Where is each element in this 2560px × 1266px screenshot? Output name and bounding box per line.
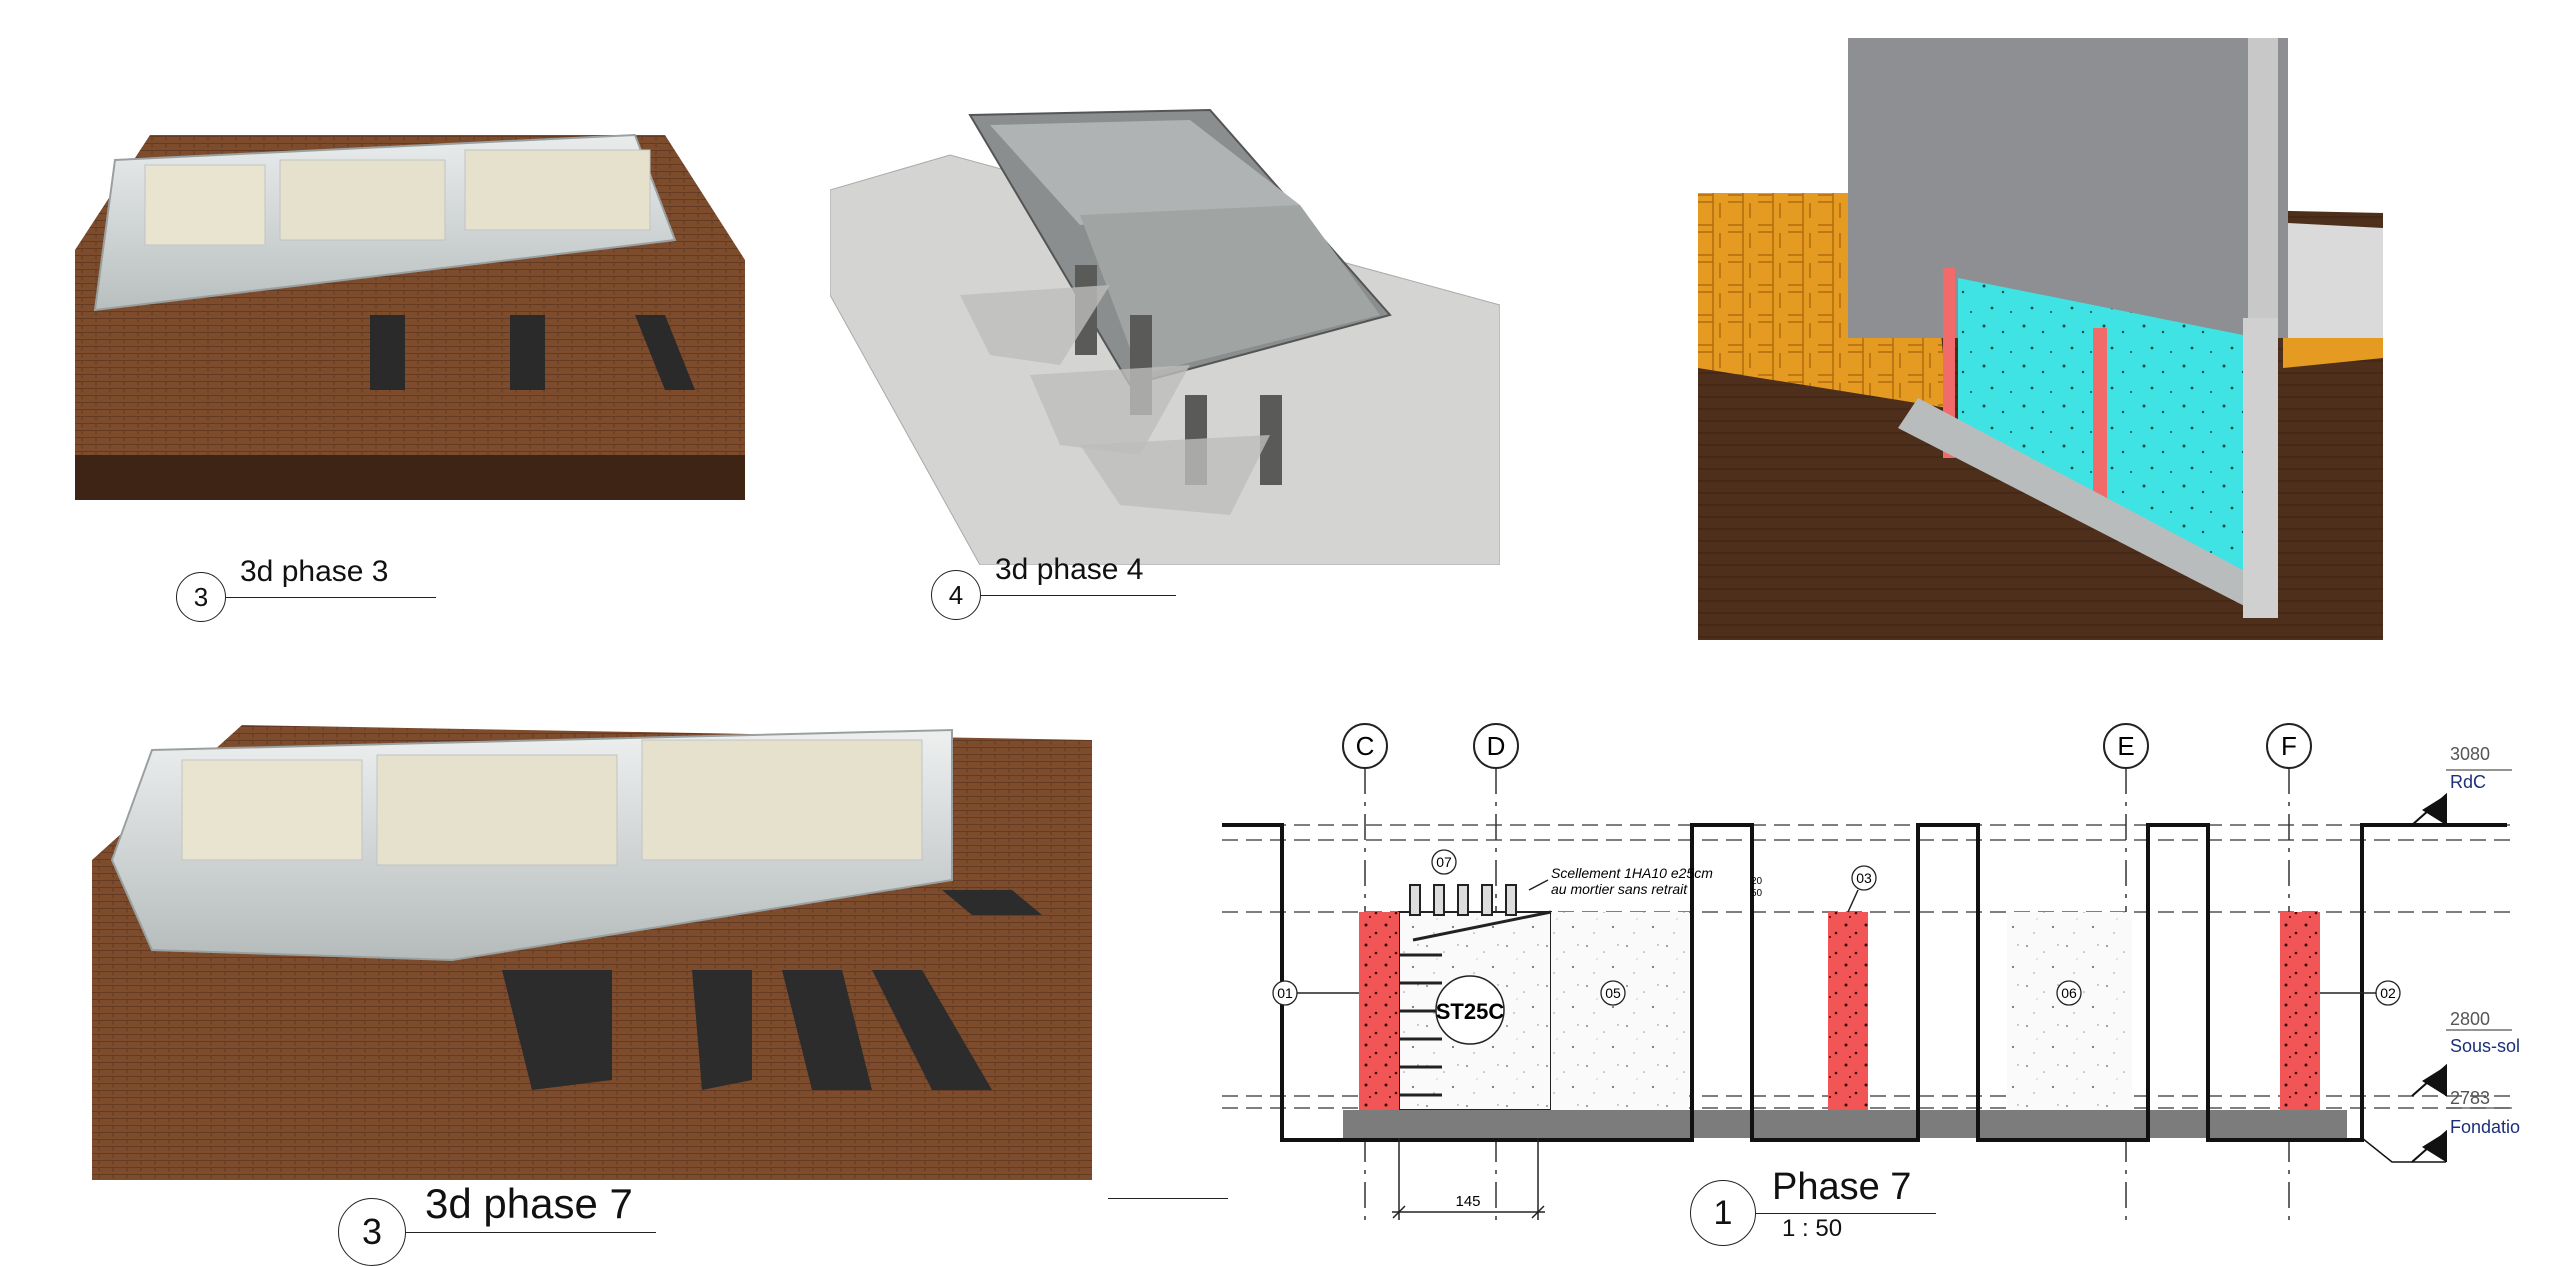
note-leader xyxy=(1528,879,1549,891)
grid-label: D xyxy=(1487,731,1506,761)
grid-label: C xyxy=(1356,731,1375,761)
red-strip-01 xyxy=(1359,912,1399,1110)
view-number-circle: 3 xyxy=(338,1198,406,1266)
view-number: 3 xyxy=(361,1211,383,1252)
view-number-circle: 4 xyxy=(931,570,981,620)
tag: 06 xyxy=(2061,985,2077,1001)
view-title: 3d phase 4 xyxy=(995,553,1144,586)
tag-bubbles xyxy=(1272,849,2401,1006)
phase-7-render xyxy=(92,725,1092,1180)
level-name: RdC xyxy=(2450,772,2486,792)
note-line-1: Scellement 1HA10 e25cm xyxy=(1551,865,1713,881)
tag-leaders xyxy=(1297,889,2376,994)
view-number-circle: 3 xyxy=(176,572,226,622)
view-3d-phase-4 xyxy=(829,95,1501,566)
dimension-value: 145 xyxy=(1455,1193,1480,1210)
tag: 03 xyxy=(1856,870,1872,886)
wall-profile xyxy=(1222,823,2507,1142)
separator-line xyxy=(1108,1198,1228,1199)
title-underline xyxy=(981,595,1176,596)
rebar-group xyxy=(1399,910,1552,1097)
view-title: 3d phase 7 xyxy=(425,1180,633,1227)
concrete-block-05 xyxy=(1551,912,1689,1110)
view-scale: 1 : 50 xyxy=(1782,1215,1843,1242)
view-3d-phase-3 xyxy=(75,130,745,500)
element-label-circle xyxy=(1435,975,1505,1045)
level-value: 3080 xyxy=(2450,744,2490,764)
level-value: 2783 xyxy=(2450,1088,2490,1108)
grid-label: E xyxy=(2117,731,2134,761)
dim-small-bottom: 50 xyxy=(1751,888,1763,899)
title-underline xyxy=(226,597,436,598)
phase-4-render xyxy=(829,108,1501,566)
phase-3-render xyxy=(75,133,745,500)
level-name: Sous-sol xyxy=(2450,1036,2520,1056)
element-label: ST25C xyxy=(1436,999,1505,1024)
dimension-line xyxy=(1392,1138,1545,1220)
tag: 05 xyxy=(1605,985,1621,1001)
red-strip-03 xyxy=(1828,912,1868,1110)
view-number: 4 xyxy=(948,579,964,610)
section-svg: C D E F xyxy=(1222,723,2520,1220)
tag: 07 xyxy=(1436,854,1452,870)
concrete-block-06 xyxy=(2007,912,2132,1110)
foundation-slab xyxy=(1343,1110,2347,1138)
detail-render xyxy=(1698,38,2383,640)
level-name: Fondatio xyxy=(2450,1117,2520,1137)
starter-bars xyxy=(1409,884,1517,916)
grid-axis-lines xyxy=(1364,768,2290,1220)
title-underline xyxy=(406,1232,656,1233)
tag: 02 xyxy=(2380,985,2396,1001)
level-markers xyxy=(2361,769,2512,1163)
tag: 01 xyxy=(1277,985,1293,1001)
view-title: Phase 7 xyxy=(1772,1166,1912,1208)
level-value: 2800 xyxy=(2450,1009,2490,1029)
view-number: 3 xyxy=(193,581,209,612)
dim-small-top: 20 xyxy=(1751,876,1763,887)
grid-axis-bubbles xyxy=(1342,723,2312,769)
section-drawing: C D E F xyxy=(1222,700,2560,1237)
view-number-circle: 1 xyxy=(1690,1180,1756,1246)
title-underline xyxy=(1756,1213,1936,1214)
view-3d-detail xyxy=(1698,38,2383,640)
grid-label: F xyxy=(2281,731,2297,761)
red-strip-02 xyxy=(2280,912,2320,1110)
view-number: 1 xyxy=(1713,1193,1733,1232)
note-line-2: au mortier sans retrait xyxy=(1551,881,1688,897)
view-3d-phase-7 xyxy=(92,720,1092,1180)
view-title: 3d phase 3 xyxy=(240,555,389,588)
